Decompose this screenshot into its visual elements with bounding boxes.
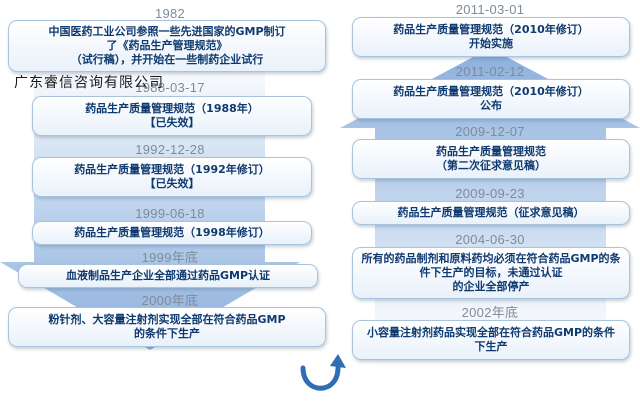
event-line: 血液制品生产企业全部通过药品GMP认证 [65,269,271,282]
event-line: 所有的药品制剂和原料药均必须在符合药品GMP的条 [361,252,621,265]
timeline-date: 2011-03-01 [455,2,525,17]
event-line: 药品生产质量管理规范（2010年修订） [393,85,589,98]
timeline-event-box: 药品生产质量管理规范（1992年修订） 【已失效】 [32,157,312,197]
timeline-date: 2002年底 [461,305,519,320]
event-line: 【已失效】 [144,177,200,190]
timeline-event-box: 血液制品生产企业全部通过药品GMP认证 [18,264,318,288]
event-line: （第二次征求意见稿） [436,159,546,172]
timeline-event-box: 药品生产质量管理规范（1988年） 【已失效】 [32,96,312,136]
timeline-date: 1982 [154,6,186,21]
event-line: 公布 [480,99,502,112]
timeline-date: 2000年底 [141,293,199,308]
event-line: 药品生产质量管理规范 [436,145,546,158]
timeline-event-box: 药品生产质量管理规范 （第二次征求意见稿） [352,139,630,179]
event-line: 药品生产质量管理规范（2010年修订） [393,23,589,36]
event-line: 药品生产质量管理规范（1992年修订） [74,163,270,176]
timeline-date: 2011-02-12 [455,64,525,79]
event-line: 的条件下生产 [134,327,200,340]
event-line: 【已失效】 [144,116,200,129]
event-line: 药品生产质量管理规范（1988年） [85,102,259,115]
event-line: 中国医药工业公司参照一些先进国家的GMP制订 [48,25,286,38]
timeline-event-box: 中国医药工业公司参照一些先进国家的GMP制订 了《药品生产管理规范》 （试行稿）… [8,20,326,72]
timeline-event-box: 药品生产质量管理规范（2010年修订） 公布 [352,79,630,119]
event-line: （试行稿），并开始在一些制药企业试行 [70,53,264,66]
event-line: 药品生产质量管理规范（征求意见稿） [397,206,585,219]
timeline-date: 1999年底 [141,250,199,265]
timeline-date: 1999-06-18 [135,206,205,221]
timeline-event-box: 小容量注射剂药品实现全部在符合药品GMP的条件 下生产 [352,320,630,360]
timeline-date: 2009-09-23 [455,186,525,201]
event-line: 粉针剂、大容量注射剂实现全部在符合药品GMP [48,313,286,326]
watermark-text: 广东睿信咨询有限公司 [14,75,164,91]
timeline-event-box: 所有的药品制剂和原料药均必须在符合药品GMP的条 件下生产的目标，未通过认证 的… [352,247,630,299]
event-line: 药品生产质量管理规范（1998年修订） [74,226,270,239]
timeline-date: 2004-06-30 [455,232,525,247]
timeline-date: 1992-12-28 [135,142,205,157]
timeline-date: 1988-03-17 [135,80,205,95]
event-line: 的企业全部停产 [452,280,530,293]
timeline-event-box: 药品生产质量管理规范（征求意见稿） [352,201,630,225]
curved-arrow-icon [300,354,346,391]
timeline-event-box: 药品生产质量管理规范（1998年修订） [32,221,312,245]
timeline-date: 2009-12-07 [455,124,525,139]
event-line: 小容量注射剂药品实现全部在符合药品GMP的条件 [366,326,616,339]
event-line: 下生产 [474,340,508,353]
timeline-event-box: 药品生产质量管理规范（2010年修订） 开始实施 [352,17,630,57]
event-line: 了《药品生产管理规范》 [106,39,228,52]
event-line: 件下生产的目标，未通过认证 [419,266,563,279]
timeline-event-box: 粉针剂、大容量注射剂实现全部在符合药品GMP 的条件下生产 [8,307,326,347]
event-line: 开始实施 [469,37,513,50]
